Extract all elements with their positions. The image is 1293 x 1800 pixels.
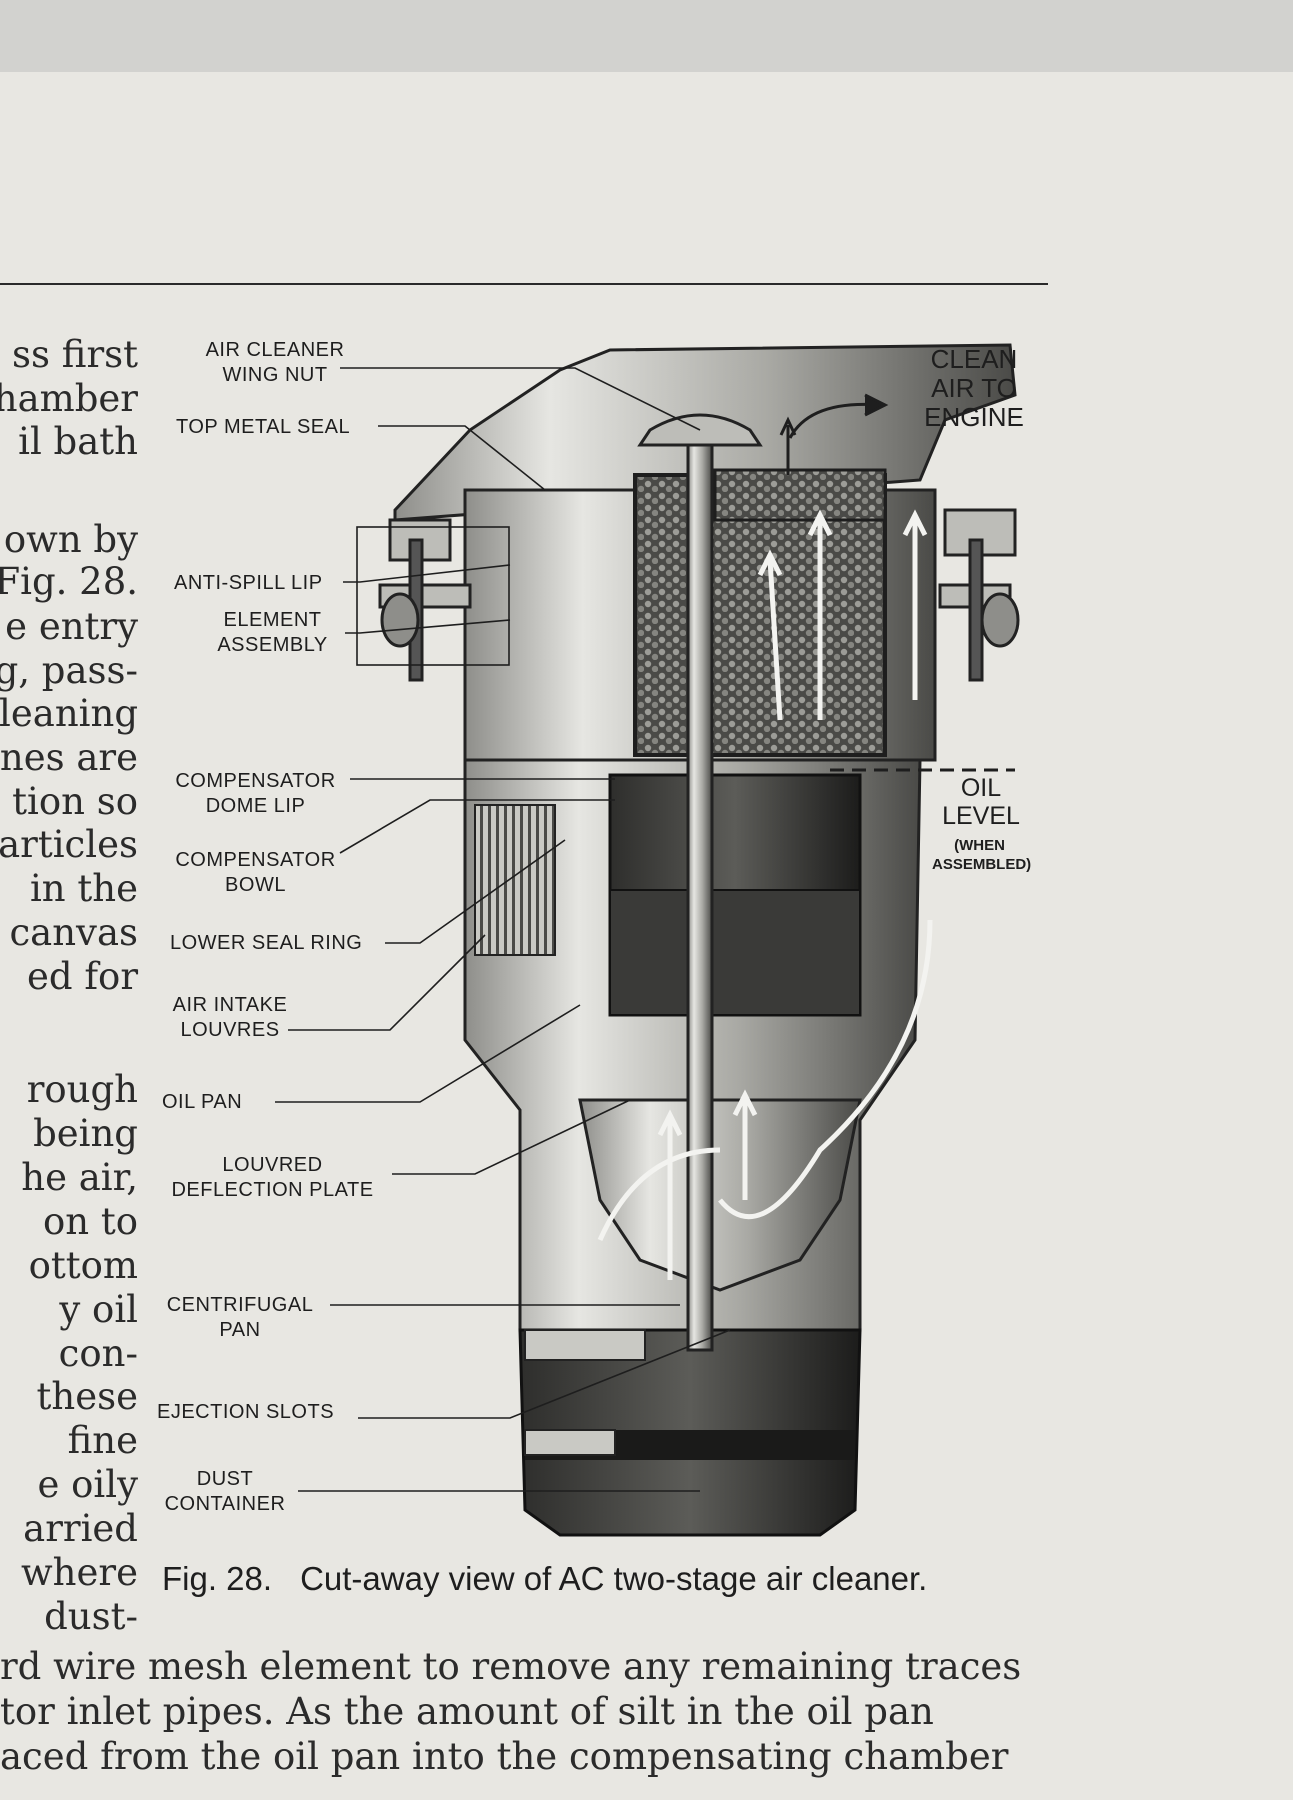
body-line: tor inlet pipes. As the amount of silt i… xyxy=(0,1690,934,1733)
left-line: e entry xyxy=(5,605,138,648)
left-line: nes are xyxy=(0,736,138,779)
left-line: being xyxy=(33,1112,138,1155)
left-line: y oil xyxy=(59,1288,138,1331)
left-line: ss first xyxy=(12,333,138,376)
figure-caption: Fig. 28. Cut-away view of AC two-stage ai… xyxy=(162,1560,927,1598)
label-lower-seal-ring: LOWER SEAL RING xyxy=(170,932,363,954)
left-line: arried xyxy=(23,1507,138,1550)
label-line: (WHEN xyxy=(954,837,1005,854)
left-line: con- xyxy=(58,1332,138,1375)
background-strip xyxy=(0,0,1293,72)
label-line: ASSEMBLED) xyxy=(932,856,1032,873)
left-line: rough xyxy=(26,1068,138,1111)
left-line: own by xyxy=(3,518,138,561)
body-line: rd wire mesh element to remove any remai… xyxy=(0,1645,1022,1688)
label-line: AIR TO xyxy=(931,373,1017,403)
left-line: on to xyxy=(42,1200,138,1243)
label-line: DEFLECTION PLATE xyxy=(171,1179,374,1201)
left-line: ottom xyxy=(28,1244,138,1287)
label-dust-container: DUST CONTAINER xyxy=(155,1467,295,1517)
left-line: Fig. 28. xyxy=(0,560,138,603)
label-line: CONTAINER xyxy=(164,1493,286,1515)
label-line: CLEAN xyxy=(930,344,1018,374)
label-line: LOUVRED xyxy=(222,1154,323,1176)
right-clamp xyxy=(938,508,1020,682)
label-line: ENGINE xyxy=(924,402,1024,432)
label-centrifugal-pan: CENTRIFUGAL PAN xyxy=(160,1293,320,1343)
left-line: g, pass- xyxy=(0,649,138,692)
figure-number: Fig. 28. xyxy=(162,1560,273,1597)
label-line: AIR INTAKE xyxy=(172,994,288,1016)
label-line: BOWL xyxy=(225,874,286,896)
label-line: LEVEL xyxy=(942,802,1020,830)
label-line: ELEMENT xyxy=(223,609,322,631)
body-line: aced from the oil pan into the compensat… xyxy=(0,1735,1009,1778)
caption-text: Cut-away view of AC two-stage air cleane… xyxy=(300,1560,928,1597)
label-line: WING NUT xyxy=(222,364,328,386)
airflow-arrows xyxy=(597,509,933,1280)
left-line: canvas xyxy=(9,911,138,954)
label-line: COMPENSATOR xyxy=(175,849,336,871)
label-line: CENTRIFUGAL xyxy=(166,1294,314,1316)
label-when-assembled: (WHEN ASSEMBLED) xyxy=(932,836,1032,874)
label-oil-pan: OIL PAN xyxy=(162,1091,243,1113)
air-intake-louvres xyxy=(474,804,556,956)
label-line: OIL xyxy=(960,774,1002,802)
left-line: these xyxy=(36,1375,138,1418)
label-line: ASSEMBLY xyxy=(217,634,328,656)
label-element-assembly: ELEMENT ASSEMBLY xyxy=(200,608,345,658)
left-line: e oily xyxy=(37,1463,138,1506)
left-line: tion so xyxy=(12,780,138,823)
label-line: COMPENSATOR xyxy=(175,770,336,792)
left-line: leaning xyxy=(0,692,138,735)
left-line: ed for xyxy=(27,955,138,998)
label-anti-spill-lip: ANTI-SPILL LIP xyxy=(174,572,323,594)
label-line: DUST xyxy=(196,1468,254,1490)
leader-lines xyxy=(275,367,731,1492)
left-line: articles xyxy=(0,823,138,866)
left-line: fine xyxy=(67,1419,138,1462)
left-line: where xyxy=(21,1551,138,1594)
left-clamp xyxy=(378,518,472,682)
label-clean-air-to-engine: CLEAN AIR TO ENGINE xyxy=(918,345,1030,432)
wing-nut xyxy=(637,413,763,447)
label-line: LOUVRES xyxy=(180,1019,280,1041)
clean-air-arrow xyxy=(779,393,889,475)
element-mesh xyxy=(633,473,887,757)
label-compensator-bowl: COMPENSATOR BOWL xyxy=(168,848,343,898)
label-ejection-slots: EJECTION SLOTS xyxy=(157,1401,335,1423)
label-line: DOME LIP xyxy=(205,795,306,817)
label-compensator-dome-lip: COMPENSATOR DOME LIP xyxy=(168,769,343,819)
label-air-intake-louvres: AIR INTAKE LOUVRES xyxy=(160,993,300,1043)
header-rule xyxy=(0,283,1048,285)
label-line: PAN xyxy=(219,1319,261,1341)
left-line: in the xyxy=(29,867,138,910)
left-line: il bath xyxy=(18,420,138,463)
label-air-cleaner-wing-nut: AIR CLEANER WING NUT xyxy=(180,338,370,388)
left-line: he air, xyxy=(21,1156,138,1199)
center-spindle xyxy=(686,428,714,1352)
label-louvred-deflection-plate: LOUVRED DEFLECTION PLATE xyxy=(160,1153,385,1203)
label-oil-level: OIL LEVEL xyxy=(935,774,1027,830)
left-line: dust- xyxy=(44,1595,138,1638)
label-top-metal-seal: TOP METAL SEAL xyxy=(176,416,351,438)
label-line: AIR CLEANER xyxy=(205,339,345,361)
oil-pan xyxy=(578,1098,862,1292)
left-line: hamber xyxy=(0,377,138,420)
